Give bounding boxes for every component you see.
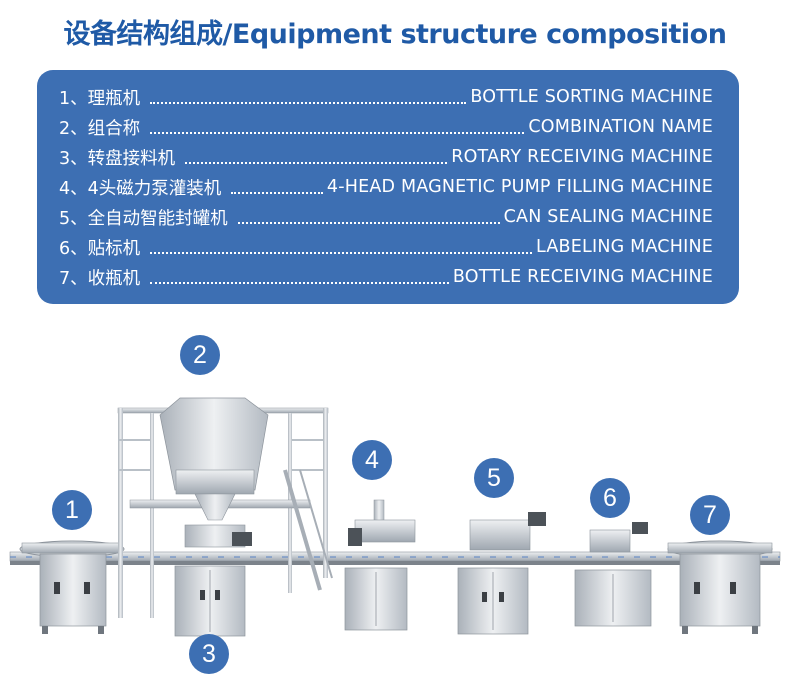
dot-leader [231, 176, 323, 194]
marker-1: 1 [52, 490, 92, 530]
component-row-2: 2、 组合称 COMBINATION NAME [59, 113, 713, 141]
component-index: 3、 [59, 148, 88, 169]
dot-leader [150, 266, 449, 284]
component-index: 4、 [59, 178, 88, 199]
marker-3: 3 [189, 634, 229, 674]
component-name-en: ROTARY RECEIVING MACHINE [451, 147, 713, 167]
marker-7: 7 [690, 495, 730, 535]
dot-leader [185, 146, 448, 164]
production-line-drawing [9, 397, 781, 637]
marker-5: 5 [474, 458, 514, 498]
can-sealing-machine [457, 512, 546, 635]
component-name-en: COMBINATION NAME [528, 117, 713, 137]
marker-2: 2 [180, 335, 220, 375]
dot-leader [237, 206, 500, 224]
component-name-cn: 转盘接料机 [87, 148, 176, 169]
marker-4: 4 [352, 440, 392, 480]
component-index: 1、 [59, 88, 88, 109]
component-name-en: 4-HEAD MAGNETIC PUMP FILLING MACHINE [326, 177, 713, 197]
component-row-7: 7、 收瓶机 BOTTLE RECEIVING MACHINE [59, 263, 713, 291]
component-index: 6、 [59, 238, 88, 259]
page-title: 设备结构组成/Equipment structure composition [63, 19, 727, 50]
component-list-panel: 1、 理瓶机 BOTTLE SORTING MACHINE 2、 组合称 COM… [37, 70, 739, 304]
component-index: 5、 [59, 208, 88, 229]
component-name-cn: 全自动智能封罐机 [87, 208, 228, 229]
component-name-en: LABELING MACHINE [536, 237, 713, 257]
combination-weigher [117, 397, 333, 618]
rotary-receiving-machine [174, 524, 252, 637]
component-row-3: 3、 转盘接料机 ROTARY RECEIVING MACHINE [59, 143, 713, 171]
dot-leader [150, 116, 525, 134]
component-row-5: 5、 全自动智能封罐机 CAN SEALING MACHINE [59, 203, 713, 231]
filling-machine [344, 499, 416, 631]
conveyor [9, 551, 781, 565]
component-name-cn: 4头磁力泵灌装机 [87, 178, 222, 199]
marker-6: 6 [590, 478, 630, 518]
component-name-en: BOTTLE RECEIVING MACHINE [452, 267, 713, 287]
production-line-illustration: 1 2 3 4 5 6 7 [0, 320, 790, 690]
labeling-machine [574, 522, 652, 627]
component-row-1: 1、 理瓶机 BOTTLE SORTING MACHINE [59, 83, 713, 111]
component-name-cn: 收瓶机 [87, 268, 141, 289]
bottle-sorting-machine [19, 540, 125, 634]
component-name-cn: 贴标机 [87, 238, 141, 259]
component-index: 2、 [59, 118, 88, 139]
component-row-4: 4、 4头磁力泵灌装机 4-HEAD MAGNETIC PUMP FILLING… [59, 173, 713, 201]
dot-leader [150, 86, 467, 104]
dot-leader [150, 236, 533, 254]
bottle-receiving-machine [667, 540, 773, 634]
component-name-cn: 组合称 [87, 118, 141, 139]
component-name-en: BOTTLE SORTING MACHINE [470, 87, 713, 107]
component-name-cn: 理瓶机 [87, 88, 141, 109]
component-index: 7、 [59, 268, 88, 289]
component-row-6: 6、 贴标机 LABELING MACHINE [59, 233, 713, 261]
component-name-en: CAN SEALING MACHINE [503, 207, 713, 227]
